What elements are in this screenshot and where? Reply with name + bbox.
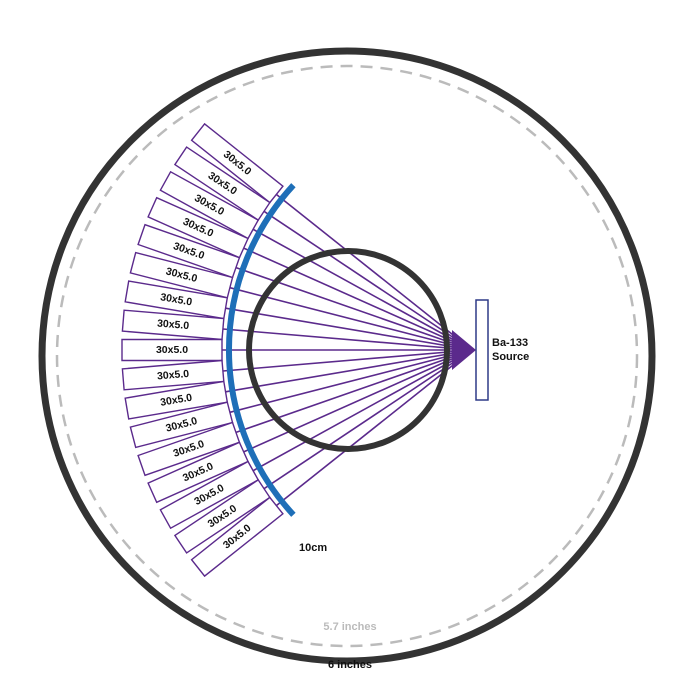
- detector-element: 30x5.0: [129, 251, 234, 299]
- ray-line: [252, 349, 473, 472]
- detector-element: 30x5.0: [121, 359, 225, 391]
- detector-box: [124, 280, 229, 320]
- outer-ring: [38, 47, 656, 665]
- detector-box: [137, 421, 241, 477]
- outer-ring-label: 6 inches: [328, 659, 372, 671]
- ray-line: [275, 349, 473, 507]
- ray-line: [275, 193, 473, 351]
- detector-box: [173, 478, 271, 554]
- detector-box: [124, 380, 229, 420]
- detector-label: 30x5.0: [159, 291, 193, 308]
- detector-box: [129, 401, 234, 449]
- ray-line: [229, 349, 473, 414]
- arc-distance-label: 10cm: [299, 542, 327, 554]
- detector-box: [147, 441, 249, 504]
- detector-box: [159, 170, 260, 240]
- inner-ring: [246, 248, 450, 452]
- ray-fan: [222, 193, 473, 507]
- ray-line: [222, 349, 473, 372]
- detector-element: 30x5.0: [121, 309, 225, 341]
- source-label-line2: Source: [492, 351, 529, 363]
- detector-label: 30x5.0: [156, 344, 188, 356]
- detector-label: 30x5.0: [159, 392, 193, 409]
- ray-line: [263, 349, 473, 490]
- source-label-line1: Ba-133: [492, 337, 528, 349]
- detector-element: 30x5.0: [137, 421, 241, 477]
- detector-box: [121, 309, 225, 341]
- dashed-ring-label: 5.7 inches: [323, 621, 376, 633]
- detector-label: 30x5.0: [157, 317, 190, 332]
- ray-line: [225, 349, 473, 393]
- detector-box: [137, 223, 241, 279]
- detector-label: 30x5.0: [157, 368, 190, 383]
- detector-element: 30x5.0: [121, 338, 223, 362]
- source-fan-apex: [452, 330, 476, 370]
- detector-box: [121, 359, 225, 391]
- ray-line: [225, 307, 473, 351]
- dashed-ring: [55, 64, 639, 648]
- detector-box: [129, 251, 234, 299]
- ray-line: [243, 349, 473, 453]
- detector-arc: [225, 183, 296, 517]
- detector-box: [190, 496, 284, 578]
- detector-array: 30x5.030x5.030x5.030x5.030x5.030x5.030x5…: [121, 122, 284, 578]
- detector-box: [121, 338, 223, 362]
- detector-box: [173, 146, 271, 222]
- ray-line: [222, 328, 473, 351]
- detector-element: 30x5.0: [129, 401, 234, 449]
- ray-line: [252, 228, 473, 351]
- detector-element: 30x5.0: [124, 380, 229, 420]
- detector-element: 30x5.0: [124, 280, 229, 320]
- detector-box: [159, 460, 260, 530]
- detector-element: 30x5.0: [190, 122, 284, 204]
- source-box: [475, 299, 489, 401]
- detector-box: [147, 196, 249, 259]
- ray-line: [263, 210, 473, 351]
- detector-element: 30x5.0: [137, 223, 241, 279]
- ray-line: [229, 286, 473, 351]
- ray-line: [243, 247, 473, 351]
- detector-box: [190, 122, 284, 204]
